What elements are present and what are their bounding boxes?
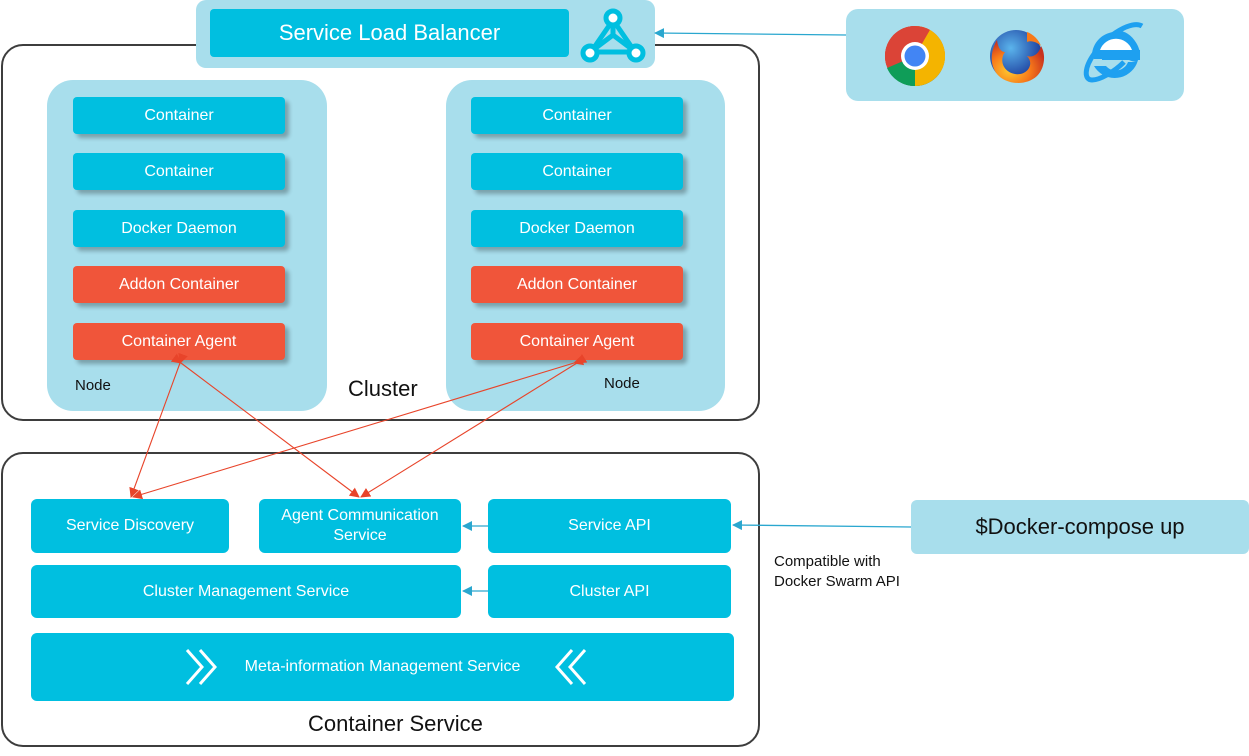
node-2-docker-daemon[interactable]: Docker Daemon: [471, 210, 683, 247]
double-chevron-left-icon: [554, 649, 587, 685]
node-1-label: Node: [75, 377, 111, 394]
node-2-addon-container[interactable]: Addon Container: [471, 266, 683, 303]
swarm-note-line-1: Compatible with: [774, 553, 881, 570]
node-2-container-agent[interactable]: Container Agent: [471, 323, 683, 360]
node-2-container-1[interactable]: Container: [471, 97, 683, 134]
agent-communication-line-2: Service: [333, 527, 387, 544]
meta-information-management-service-box[interactable]: Meta-information Management Service: [31, 633, 734, 701]
swarm-compatibility-note: Compatible with Docker Swarm API: [774, 552, 900, 592]
network-hub-icon: [580, 8, 646, 63]
node-1-addon-container[interactable]: Addon Container: [73, 266, 285, 303]
swarm-note-line-2: Docker Swarm API: [774, 573, 900, 590]
agent-communication-service-box[interactable]: Agent Communication Service: [259, 499, 461, 553]
node-1-container-agent[interactable]: Container Agent: [73, 323, 285, 360]
cluster-label: Cluster: [348, 376, 418, 401]
node-1-container-1[interactable]: Container: [73, 97, 285, 134]
service-discovery-box[interactable]: Service Discovery: [31, 499, 229, 553]
node-2-label: Node: [604, 375, 640, 392]
internet-explorer-icon: [1083, 22, 1144, 83]
node-2-container-2[interactable]: Container: [471, 153, 683, 190]
browsers-to-load-balancer-arrow: [654, 28, 847, 39]
docker-compose-command-box[interactable]: $Docker-compose up: [911, 500, 1249, 554]
cluster-management-service-box[interactable]: Cluster Management Service: [31, 565, 461, 618]
container-service-label: Container Service: [308, 711, 483, 736]
service-api-box[interactable]: Service API: [488, 499, 731, 553]
chrome-icon: [884, 25, 946, 87]
load-balancer-box[interactable]: Service Load Balancer: [210, 9, 569, 57]
firefox-icon: [990, 30, 1045, 83]
cluster-api-box[interactable]: Cluster API: [488, 565, 731, 618]
node-1-container-2[interactable]: Container: [73, 153, 285, 190]
double-chevron-right-icon: [185, 649, 218, 685]
node-1-docker-daemon[interactable]: Docker Daemon: [73, 210, 285, 247]
agent-communication-line-1: Agent Communication: [281, 507, 439, 524]
